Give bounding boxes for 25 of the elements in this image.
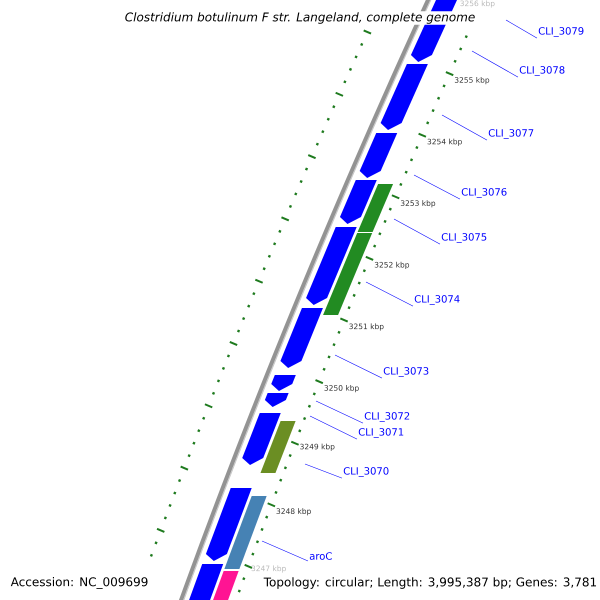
- leader-line: [316, 400, 364, 424]
- gene-label: aroC: [310, 552, 332, 560]
- leader-line: [304, 464, 342, 478]
- gene-label: CLI_3075: [442, 233, 486, 243]
- gene-label: CLI_3076: [462, 188, 507, 198]
- leader-line: [262, 540, 308, 562]
- gene-label: CLI_3072: [364, 412, 410, 422]
- leader-line: [442, 114, 488, 140]
- gene-label: CLI_3071: [358, 428, 404, 438]
- info-text: Accession: NC_009699: [10, 577, 148, 589]
- info-text: Topology: circular; Length: 3,995,387 bp; Genes: 3,781: [264, 577, 596, 589]
- leader-line: [334, 354, 382, 378]
- leader-line: [506, 20, 538, 38]
- leader-line: [414, 174, 460, 200]
- gene-label: CLI_3078: [520, 66, 564, 76]
- leader-line: [472, 50, 518, 78]
- leader-line: [366, 282, 414, 306]
- title: Clostridium botulinum F str. Langeland, complete genome: [124, 11, 476, 25]
- gene-label: CLI_3077: [488, 129, 534, 139]
- gene-label: CLI_3070: [344, 467, 388, 477]
- leader-line: [310, 416, 358, 440]
- leader-line: [394, 218, 440, 244]
- gene-label: CLI_3074: [414, 295, 460, 305]
- gene-label: CLI_3079: [538, 27, 584, 37]
- gene-label: CLI_3073: [384, 367, 428, 377]
